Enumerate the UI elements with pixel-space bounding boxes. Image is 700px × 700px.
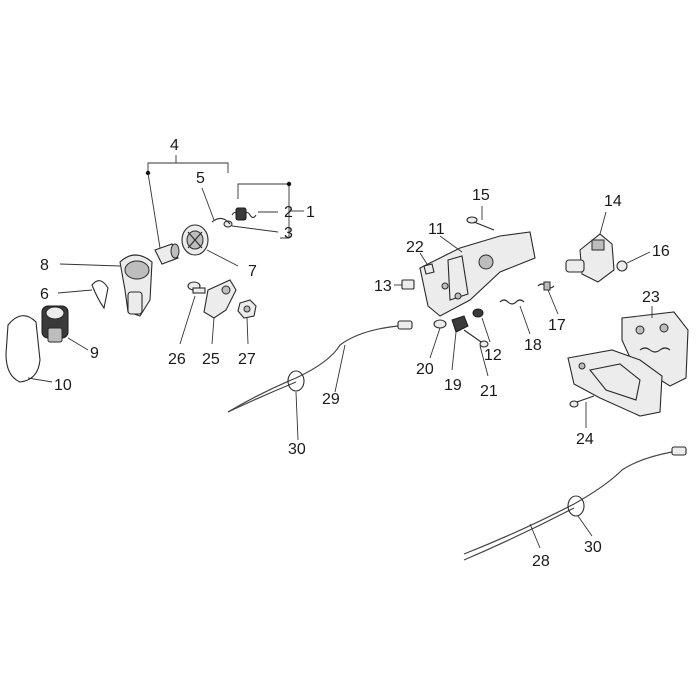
callout-22: 22	[406, 239, 424, 256]
callout-8: 8	[40, 257, 49, 274]
part-lever-25	[203, 279, 237, 345]
clip-30-upper	[287, 370, 305, 441]
part-latch-23	[621, 306, 689, 387]
part-cam-19	[451, 315, 469, 371]
callout-28: 28	[532, 553, 550, 570]
part-spring-2	[231, 207, 278, 221]
part-barrel-9	[41, 305, 89, 351]
callout-6: 6	[40, 286, 49, 303]
callout-24: 24	[576, 431, 594, 448]
part-ring-6	[57, 280, 109, 310]
callout-20: 20	[416, 361, 434, 378]
callout-30-lower: 30	[584, 539, 602, 556]
part-nut-27	[237, 299, 257, 345]
callout-13: 13	[374, 278, 392, 295]
part-bolt-26	[179, 281, 206, 345]
part-housing-8	[59, 254, 153, 317]
part-rotor-7	[181, 224, 239, 267]
clip-30-lower	[567, 495, 593, 537]
part-baseplate-24	[567, 349, 663, 428]
group-1-bracket	[237, 181, 304, 239]
callout-12: 12	[484, 347, 502, 364]
callout-1: 1	[306, 204, 315, 221]
callout-23: 23	[642, 289, 660, 306]
part-nut-16	[616, 251, 651, 272]
callout-15: 15	[472, 187, 490, 204]
callout-2: 2	[284, 204, 293, 221]
callout-29: 29	[322, 391, 340, 408]
part-pin-21	[463, 329, 489, 377]
callout-9: 9	[90, 345, 99, 362]
part-screw-12	[472, 308, 491, 343]
part-cover-10	[5, 315, 53, 383]
callout-17: 17	[548, 317, 566, 334]
callout-4: 4	[170, 137, 179, 154]
callout-3: 3	[284, 225, 293, 242]
callout-25: 25	[202, 351, 220, 368]
callout-11: 11	[428, 221, 445, 238]
part-spring-18	[499, 299, 531, 335]
callout-14: 14	[604, 193, 622, 210]
part-clip-5	[201, 187, 231, 225]
part-pin-3	[223, 220, 279, 233]
callout-5: 5	[196, 170, 205, 187]
callout-7: 7	[248, 263, 257, 280]
part-clipnut-13	[394, 279, 415, 290]
cable-28	[463, 446, 687, 561]
part-cylinder-4	[154, 243, 180, 265]
part-spring-17	[537, 281, 559, 315]
part-bolt-15	[466, 206, 495, 231]
callout-26: 26	[168, 351, 186, 368]
part-bracket-11	[419, 231, 536, 317]
callout-18: 18	[524, 337, 542, 354]
callout-19: 19	[444, 377, 462, 394]
part-actuator-14	[565, 211, 615, 283]
callout-30-upper: 30	[288, 441, 306, 458]
callout-21: 21	[480, 383, 498, 400]
part-nut-22	[419, 252, 435, 275]
group-4-bracket	[145, 155, 229, 249]
callout-10: 10	[54, 377, 72, 394]
part-washer-20	[429, 319, 447, 359]
callout-16: 16	[652, 243, 670, 260]
callout-27: 27	[238, 351, 256, 368]
cable-29	[227, 320, 413, 413]
